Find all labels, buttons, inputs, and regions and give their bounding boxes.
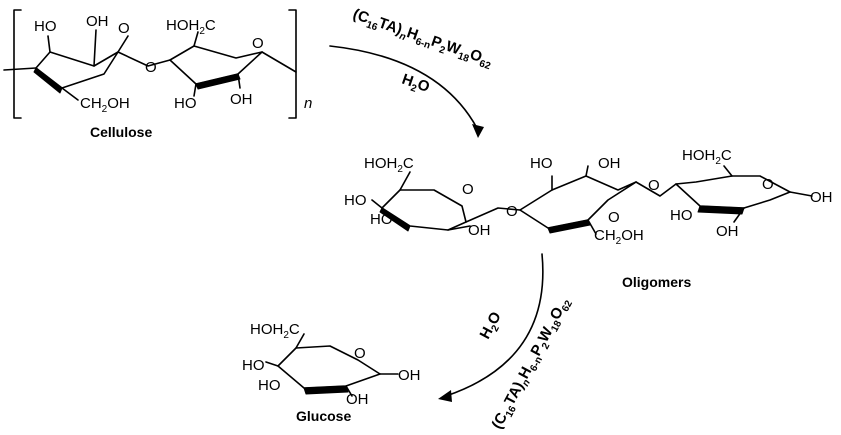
oligomer-b-ch2oh: CH2OH <box>594 227 644 247</box>
oligomer-a-oh-bond <box>447 225 471 231</box>
cellulose-oh-label-3: OH <box>230 91 253 108</box>
cellulose-hoh2c-bond <box>193 31 199 47</box>
repeat-subscript-n: n <box>304 95 312 112</box>
oligomer-b-ho: HO <box>530 155 553 172</box>
glucose-ring-wedge <box>303 385 349 395</box>
oligomer-c-oh-bond-right <box>789 191 813 197</box>
cellulose-ring-o-1: O <box>118 20 130 37</box>
oligomer-ring-b-wedge <box>547 219 591 234</box>
cellulose-ho-bond <box>47 35 51 53</box>
oligomer-a-ho-1: HO <box>344 192 367 209</box>
cellulose-end-bond-right <box>261 51 297 73</box>
oligomer-c-ring-o: O <box>762 176 774 193</box>
oligomers-structure: HOH2C O HO HO OH O HO OH O CH2OH O HOH2C… <box>344 147 833 247</box>
glucose-oh-bottom: OH <box>346 391 369 408</box>
water-label-1: H2O <box>399 71 432 99</box>
glucose-ho-2: HO <box>258 377 281 394</box>
cellulose-oh-bond-2 <box>193 83 197 97</box>
repeat-bracket-right <box>288 9 297 119</box>
catalyst-label-1: (C16TA)nH6-nP2W18O62 <box>350 6 495 73</box>
oligomers-name: Oligomers <box>622 274 691 290</box>
water-label-2: H2O <box>477 309 508 343</box>
glucose-oh-right: OH <box>398 367 421 384</box>
glucose-name: Glucose <box>296 408 351 424</box>
oligomer-a-ho-bond <box>371 199 383 209</box>
oligomer-ab-link-o: O <box>506 203 518 220</box>
cellulose-hoh2c-label: HOH2C <box>166 17 216 37</box>
repeat-bracket-left <box>13 9 22 119</box>
cellulose-ho-label: HO <box>34 18 57 35</box>
glucose-hoh2c-bond <box>295 333 305 349</box>
glucose-ho-bond-1 <box>265 361 279 367</box>
catalyst-label-2: (C16TA)nH6-nP2W18O62 <box>489 294 576 433</box>
oligomer-b-oh-bond-2 <box>585 165 589 177</box>
oligomer-c-hoh2c: HOH2C <box>682 147 732 167</box>
cellulose-oh-bond-3 <box>237 73 241 89</box>
oligomer-ring-c-wedge <box>697 205 745 215</box>
glucose-oh-bond-bottom <box>345 385 353 397</box>
glucose-ho-1: HO <box>242 357 265 374</box>
oligomer-c-hoh2c-bond <box>723 165 733 177</box>
oligomer-bc-link <box>635 181 677 197</box>
oligomer-b-oh: OH <box>598 155 621 172</box>
reaction-arrow-1 <box>329 45 479 131</box>
oligomer-a-ring-o: O <box>462 181 474 198</box>
cellulose-glycosidic-o: O <box>145 59 157 76</box>
oligomer-bc-link-o: O <box>648 177 660 194</box>
svg-text:(C16TA)nH6-nP2W18O62: (C16TA)nH6-nP2W18O62 <box>489 294 576 433</box>
cellulose-ch2oh-bond-1 <box>61 87 79 101</box>
oligomer-b-ch2oh-bond <box>587 219 597 235</box>
cellulose-ring-2 <box>169 45 263 85</box>
oligomer-ring-a-wedge <box>379 207 411 232</box>
glucose-ring-o: O <box>354 345 366 362</box>
oligomer-c-oh-right: OH <box>810 189 833 206</box>
reaction-arrow-2 <box>445 253 544 397</box>
cellulose-ring-1-wedge <box>33 67 63 94</box>
oligomer-ab-link <box>465 207 521 223</box>
cellulose-ch2oh-label: CH2OH <box>80 95 130 115</box>
oligomer-b-ring-o: O <box>608 209 620 226</box>
glucose-structure: HOH2C O HO HO OH OH <box>242 321 421 408</box>
cellulose-ring-o-bond <box>117 35 129 53</box>
oligomer-a-hoh2c: HOH2C <box>364 155 414 175</box>
oligomer-a-hoh2c-bond <box>399 171 411 191</box>
cellulose-structure: n HO OH O O HOH2C O CH2OH HO OH <box>3 9 312 119</box>
glucose-hoh2c: HOH2C <box>250 321 300 341</box>
cellulose-name: Cellulose <box>90 124 152 140</box>
cellulose-end-bond-left <box>3 67 37 71</box>
oligomer-c-oh-bond-bottom <box>733 207 745 223</box>
oligomer-ring-a <box>381 189 467 231</box>
oligomer-a-ho-2: HO <box>370 211 393 228</box>
cellulose-ring-o-2: O <box>252 35 264 52</box>
oligomer-c-ho: HO <box>670 207 693 224</box>
cellulose-oh-label-1: OH <box>86 13 109 30</box>
oligomer-a-oh: OH <box>468 222 491 239</box>
oligomer-c-oh-bottom: OH <box>716 223 739 240</box>
cellulose-ho-label-2: HO <box>174 95 197 112</box>
cellulose-oh-bond-1 <box>93 29 97 67</box>
reaction-arrow-2-head <box>438 390 452 402</box>
reaction-arrow-1-head <box>472 124 484 138</box>
svg-text:(C16TA)nH6-nP2W18O62: (C16TA)nH6-nP2W18O62 <box>350 6 495 73</box>
cellulose-glycosidic-bond <box>117 51 171 67</box>
cellulose-ring-2-wedge <box>195 73 241 90</box>
